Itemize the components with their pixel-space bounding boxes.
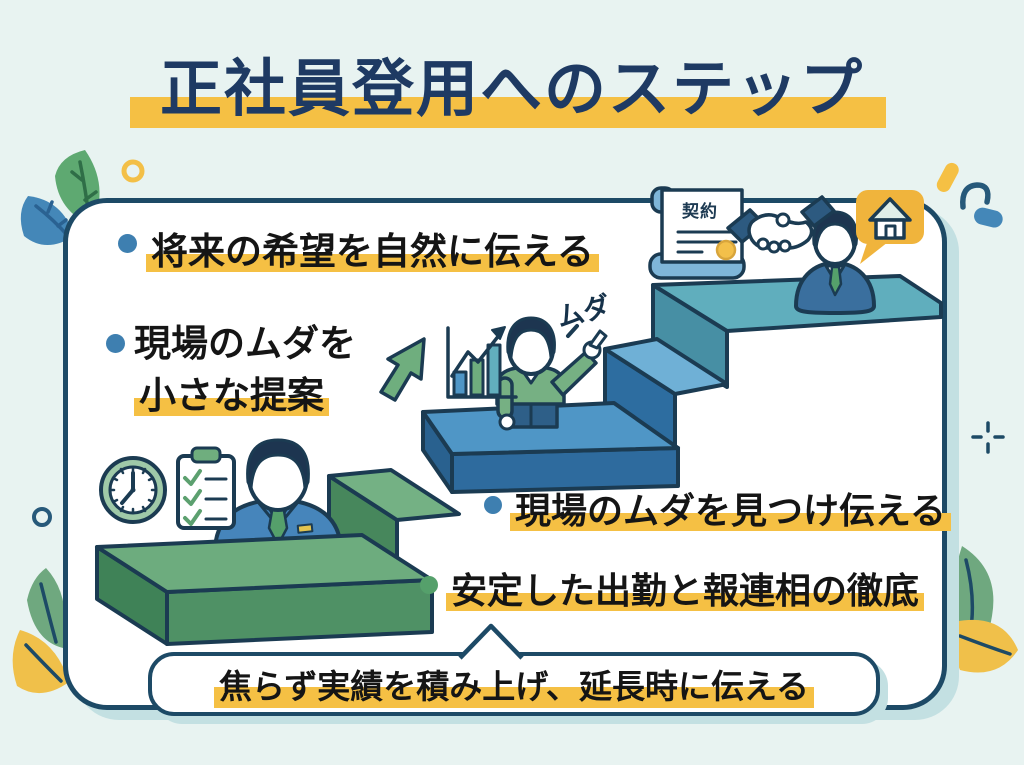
checklist-icon	[176, 446, 236, 530]
step-1-platform	[95, 533, 434, 646]
sparkle-decor	[971, 421, 1005, 454]
bullet-dot	[484, 496, 502, 514]
list-item-label: 将来の希望を自然に伝える	[146, 231, 599, 272]
handshake-icon	[726, 195, 836, 254]
summary-banner: 焦らず実績を積み上げ、延長時に伝える	[148, 652, 880, 716]
person-top-step	[794, 210, 876, 315]
leaf-icon	[20, 196, 74, 245]
list-item-label: 現場のムダを見つけ伝える	[510, 490, 951, 531]
ring-decor	[121, 159, 145, 183]
bullet-dot	[420, 576, 438, 594]
confetti-blob	[974, 207, 1003, 228]
list-item-label: 現場のムダを	[134, 323, 356, 364]
title-highlight-bar	[130, 97, 886, 128]
bullet-dot	[118, 234, 137, 253]
contract-label: 契約	[682, 202, 718, 221]
step-connector-blue	[603, 337, 729, 453]
bar-chart-icon	[446, 326, 518, 399]
banner-pointer-tail	[458, 623, 524, 660]
home-speech-bubble-icon	[856, 190, 924, 264]
list-item-label: 小さな提案	[134, 375, 329, 416]
bullet-dot	[106, 334, 125, 353]
page-title: 正社員登用へのステップ	[159, 55, 864, 124]
ring-decor	[32, 507, 52, 527]
contract-icon	[648, 186, 746, 280]
list-item-small-proposal: 現場のムダを 小さな提案	[134, 318, 356, 422]
clock-icon	[99, 456, 167, 524]
list-item-label: 安定した出勤と報連相の徹底	[446, 570, 925, 611]
confetti-dash	[936, 162, 959, 192]
summary-banner-text: 焦らず実績を積み上げ、延長時に伝える	[213, 660, 815, 708]
list-item-future-hopes: 将来の希望を自然に伝える	[146, 221, 599, 275]
confetti-squiggle	[960, 182, 991, 210]
list-item-find-waste: 現場のムダを見つけ伝える	[510, 482, 951, 534]
list-item-stable-attendance: 安定した出勤と報連相の徹底	[446, 562, 925, 614]
growth-arrow-icon	[379, 337, 426, 402]
